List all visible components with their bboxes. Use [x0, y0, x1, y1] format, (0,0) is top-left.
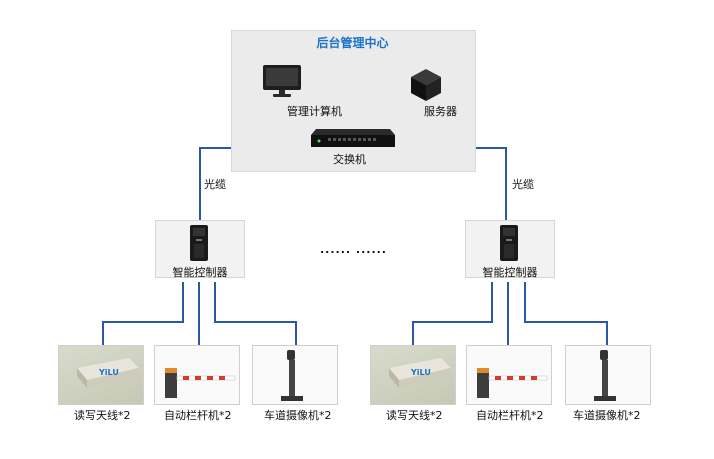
link-left-camera [214, 282, 297, 345]
lane-camera-icon [594, 350, 616, 401]
device-label-barrier-left: 自动栏杆机*2 [164, 409, 232, 422]
switch-label: 交换机 [333, 153, 366, 166]
device-label-camera-right: 车道摄像机*2 [573, 409, 641, 422]
antenna-icon: YiLU [77, 358, 139, 388]
svg-text:YiLU: YiLU [98, 368, 119, 377]
barrier-box-left [154, 345, 240, 405]
fiber-label-left: 光缆 [204, 178, 226, 191]
management-center-title: 后台管理中心 [316, 36, 389, 50]
link-left-antenna [102, 282, 184, 345]
management-center-panel [231, 30, 476, 172]
switch-icon [311, 129, 395, 147]
camera-box-left [252, 345, 338, 405]
more-groups-ellipsis: ...... ...... [320, 243, 387, 256]
fiber-label-right: 光缆 [512, 178, 534, 191]
svg-text:YiLU: YiLU [410, 368, 431, 377]
device-label-antenna-right: 读写天线*2 [386, 409, 443, 422]
device-label-camera-left: 车道摄像机*2 [264, 409, 332, 422]
server-label: 服务器 [424, 105, 457, 118]
device-label-barrier-right: 自动栏杆机*2 [476, 409, 544, 422]
lane-camera-icon [281, 350, 303, 401]
controller-label-left: 智能控制器 [172, 266, 228, 279]
computer-label: 管理计算机 [287, 105, 342, 118]
barrier-gate-icon [165, 368, 236, 398]
camera-box-right [565, 345, 651, 405]
antenna-box-right: YiLU [370, 345, 456, 405]
controller-icon-right [500, 225, 518, 261]
controller-label-right: 智能控制器 [482, 266, 538, 279]
link-right-camera [524, 282, 608, 345]
antenna-box-left: YiLU [58, 345, 144, 405]
barrier-gate-icon [477, 368, 548, 398]
server-icon [411, 69, 441, 101]
barrier-box-right [466, 345, 552, 405]
link-right-antenna [412, 282, 493, 345]
antenna-icon: YiLU [389, 358, 451, 388]
computer-icon [263, 65, 301, 97]
controller-icon-left [190, 225, 208, 261]
device-label-antenna-left: 读写天线*2 [74, 409, 131, 422]
